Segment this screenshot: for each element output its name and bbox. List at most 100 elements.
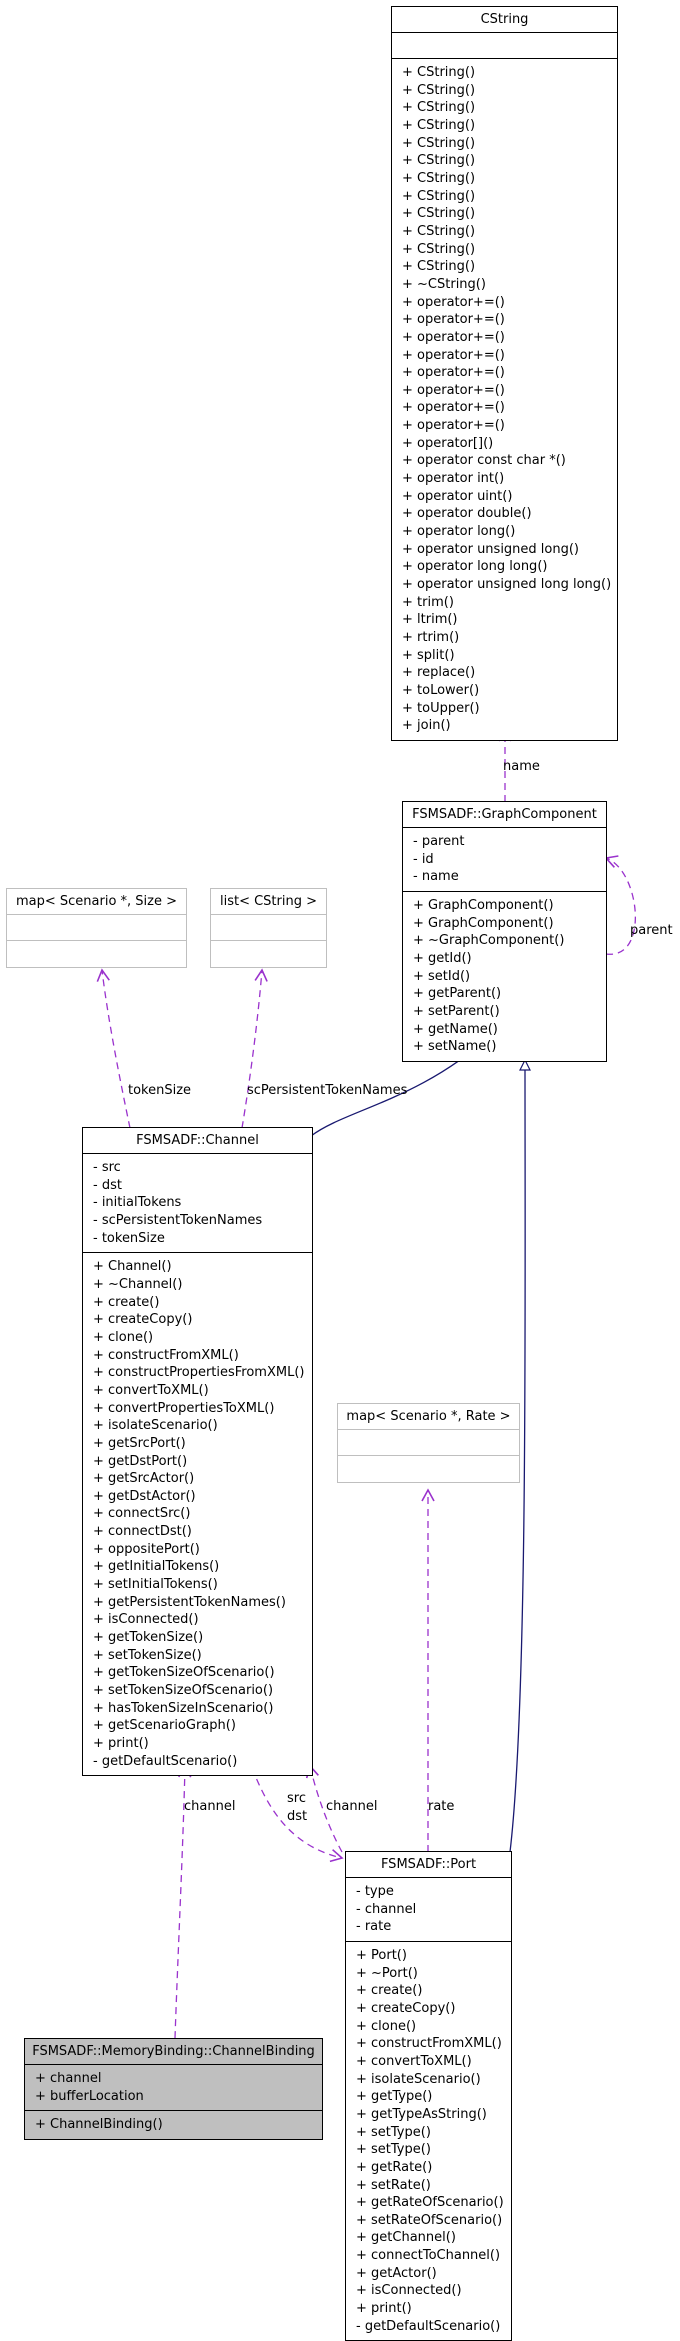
class-method: + operator+=() [402, 400, 505, 416]
class-method: + getType() [356, 2089, 433, 2105]
class-method: + Port() [356, 1947, 407, 1963]
class-attribute: - dst [93, 1177, 122, 1193]
edge-label-token-size: tokenSize [128, 1083, 191, 1098]
class-title: FSMSADF::MemoryBinding::ChannelBinding [25, 2039, 322, 2065]
class-method: + ChannelBinding() [35, 2117, 163, 2133]
class-method: + operator unsigned long() [402, 541, 580, 557]
class-method: + getPersistentTokenNames() [93, 1594, 286, 1610]
class-attribute: - scPersistentTokenNames [93, 1212, 263, 1228]
association-edge-channel-port [305, 1764, 343, 1853]
class-attributes-empty [211, 915, 326, 941]
class-title: CString [392, 7, 617, 33]
class-method: + connectDst() [93, 1524, 192, 1540]
class-map-scenario-rate[interactable]: map< Scenario *, Rate > [337, 1403, 520, 1483]
class-method: + CString() [402, 188, 476, 204]
class-method: + create() [356, 1983, 423, 1999]
class-method: + setInitialTokens() [93, 1577, 218, 1593]
association-edge-sc-persistent [241, 968, 268, 1129]
class-method: + CString() [402, 135, 476, 151]
class-attributes-empty [338, 1430, 519, 1456]
class-attribute: - type [356, 1884, 394, 1899]
class-attributes-empty [392, 33, 617, 59]
class-method: + constructFromXML() [93, 1347, 239, 1363]
edge-label-channel-port: channel [326, 1799, 377, 1814]
class-channel[interactable]: FSMSADF::Channel - src- dst- initialToke… [82, 1127, 313, 1777]
class-title: map< Scenario *, Size > [7, 889, 186, 915]
class-method: + create() [93, 1294, 160, 1310]
class-method: + CString() [402, 65, 476, 80]
class-method: + CString() [402, 100, 476, 116]
class-method: + hasTokenSizeInScenario() [93, 1700, 274, 1716]
class-method: + getName() [413, 1021, 498, 1037]
class-method: + join() [402, 718, 451, 734]
class-method: + split() [402, 647, 455, 663]
edge-label-dst: dst [287, 1809, 307, 1824]
class-attribute: + channel [35, 2071, 102, 2086]
class-method: - getDefaultScenario() [356, 2318, 501, 2334]
class-method: + rtrim() [402, 630, 460, 645]
class-attribute: - channel [356, 1901, 417, 1917]
class-list-cstring[interactable]: list< CString > [210, 888, 327, 968]
class-method: + CString() [402, 259, 476, 275]
class-attribute: - id [413, 851, 434, 867]
class-method: + CString() [402, 241, 476, 257]
class-map-scenario-size[interactable]: map< Scenario *, Size > [6, 888, 187, 968]
class-method: + operator+=() [402, 329, 505, 345]
class-method: + print() [93, 1736, 149, 1751]
class-method: + getScenarioGraph() [93, 1718, 236, 1734]
class-method: + convertToXML() [356, 2053, 472, 2069]
class-methods-empty [338, 1456, 519, 1482]
class-method: + createCopy() [93, 1312, 193, 1328]
class-method: + isolateScenario() [93, 1418, 218, 1434]
class-method: + connectSrc() [93, 1506, 191, 1522]
class-attribute: - name [413, 869, 459, 885]
class-method: + getDstActor() [93, 1488, 196, 1504]
class-method: + getSrcActor() [93, 1471, 195, 1487]
class-method: + setName() [413, 1039, 497, 1055]
class-method: + toLower() [402, 682, 480, 698]
class-method: + operator+=() [402, 294, 505, 310]
class-method: + getInitialTokens() [93, 1559, 220, 1575]
class-attribute: - src [93, 1160, 121, 1175]
class-method: + operator unsigned long long() [402, 577, 612, 593]
class-method: + setParent() [413, 1003, 500, 1019]
class-method: + getSrcPort() [93, 1435, 186, 1451]
class-method: + GraphComponent() [413, 915, 554, 931]
class-method: + operator long() [402, 524, 516, 540]
class-attributes: - src- dst- initialTokens- scPersistentT… [83, 1154, 312, 1254]
class-method: + convertPropertiesToXML() [93, 1400, 275, 1416]
class-methods-empty [7, 941, 186, 967]
edge-label-channel-binding: channel [184, 1799, 235, 1814]
class-method: + operator[]() [402, 435, 494, 451]
class-method: + setRate() [356, 2177, 431, 2193]
class-method: + replace() [402, 665, 476, 681]
class-method: + setTokenSizeOfScenario() [93, 1683, 274, 1699]
class-method: - getDefaultScenario() [93, 1753, 238, 1769]
class-method: + isolateScenario() [356, 2071, 481, 2087]
class-method: + getTokenSizeOfScenario() [93, 1665, 275, 1681]
class-attributes: + channel+ bufferLocation [25, 2065, 322, 2112]
class-graph-component[interactable]: FSMSADF::GraphComponent - parent- id- na… [402, 801, 607, 1062]
class-method: + operator int() [402, 471, 505, 487]
edge-label-sc-persistent: scPersistentTokenNames [247, 1083, 408, 1098]
class-methods: + ChannelBinding() [25, 2111, 322, 2139]
edge-label-parent: parent [630, 923, 673, 938]
class-method: + constructFromXML() [356, 2036, 502, 2052]
class-method: + operator+=() [402, 382, 505, 398]
class-method: + setType() [356, 2124, 431, 2140]
edge-label-src: src [287, 1791, 306, 1806]
class-method: + setTokenSize() [93, 1647, 202, 1663]
class-title: FSMSADF::Port [346, 1852, 511, 1878]
class-methods: + Port()+ ~Port()+ create()+ createCopy(… [346, 1942, 511, 2340]
class-method: + createCopy() [356, 2000, 456, 2016]
class-cstring[interactable]: CString + CString() + CString() + CString(… [391, 6, 618, 741]
class-port[interactable]: FSMSADF::Port - type- channel- rate + Po… [345, 1851, 512, 2341]
class-method: + CString() [402, 206, 476, 222]
class-method: + ~Channel() [93, 1276, 183, 1292]
class-channel-binding[interactable]: FSMSADF::MemoryBinding::ChannelBinding +… [24, 2038, 323, 2140]
class-attribute: - parent [413, 834, 465, 849]
class-method: + connectToChannel() [356, 2248, 501, 2264]
class-method: + constructPropertiesFromXML() [93, 1365, 305, 1381]
edge-label-name: name [503, 759, 540, 774]
